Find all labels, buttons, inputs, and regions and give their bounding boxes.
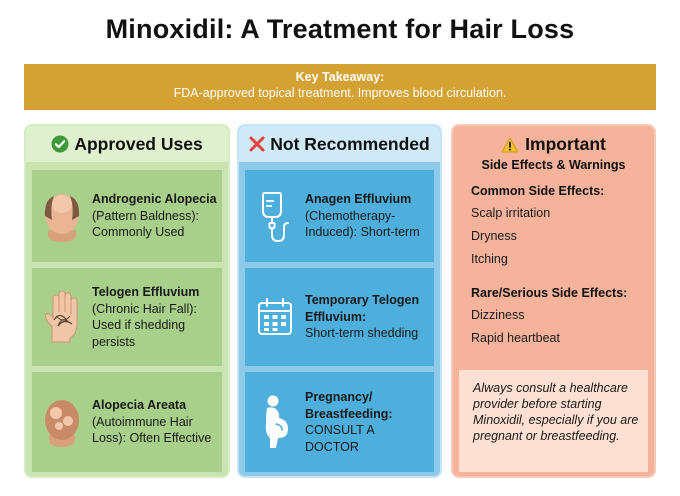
approved-item-alopecia-areata: Alopecia Areata (Autoimmune Hair Loss): … (32, 372, 222, 472)
side-effects-list: Common Side Effects: Scalp irritation Dr… (471, 184, 646, 354)
approved-uses-column: Approved Uses Androgenic Alopecia (Patte… (24, 124, 230, 478)
not-recommended-item-anagen-effluvium: Anagen Effluvium (Chemotherapy-Induced):… (245, 170, 434, 262)
check-circle-icon (51, 135, 69, 153)
side-effect-item: Dryness (471, 229, 517, 243)
important-header: Important Side Effects & Warnings (453, 126, 654, 172)
cross-icon (249, 136, 265, 152)
not-recommended-item-pregnancy: Pregnancy/ Breastfeeding: CONSULT A DOCT… (245, 372, 434, 472)
side-effect-item: Scalp irritation (471, 206, 551, 220)
patchy-scalp-icon (45, 400, 79, 447)
important-column: Important Side Effects & Warnings Common… (451, 124, 656, 478)
warning-icon (501, 137, 519, 152)
not-recommended-item-name: Anagen Effluvium (305, 192, 412, 207)
key-takeaway-banner: Key Takeaway: FDA-approved topical treat… (24, 64, 656, 110)
not-recommended-item-detail: CONSULT A DOCTOR (305, 423, 375, 454)
side-effect-item: Itching (471, 252, 508, 266)
important-subtitle: Side Effects & Warnings (481, 158, 626, 172)
approved-uses-title: Approved Uses (74, 133, 203, 154)
approved-item-detail: (Pattern Baldness): Commonly Used (92, 208, 199, 240)
side-effect-item: Rapid heartbeat (471, 331, 560, 345)
not-recommended-item-temporary-telogen: Temporary Telogen Effluvium: Short-term … (245, 268, 434, 366)
key-takeaway-title: Key Takeaway: (295, 70, 385, 84)
approved-item-detail: (Chronic Hair Fall): Used if shedding pe… (92, 301, 197, 349)
not-recommended-header: Not Recommended (239, 126, 440, 162)
not-recommended-item-name: Temporary Telogen Effluvium: (305, 293, 420, 324)
calendar-icon (258, 298, 292, 335)
balding-head-icon (44, 194, 80, 242)
approved-item-telogen-effluvium: Telogen Effluvium (Chronic Hair Fall): U… (32, 268, 222, 366)
not-recommended-column: Not Recommended Anagen Effluvium (Chemot… (237, 124, 442, 478)
iv-drip-icon (262, 192, 289, 242)
consult-note: Always consult a healthcare provider bef… (459, 370, 648, 472)
not-recommended-item-name: Pregnancy/ Breastfeeding: (305, 390, 393, 421)
pregnant-woman-icon (265, 395, 288, 448)
approved-item-name: Telogen Effluvium (92, 285, 200, 299)
approved-item-detail: (Autoimmune Hair Loss): Often Effective (92, 414, 212, 446)
not-recommended-item-detail: Short-term shedding (305, 326, 419, 341)
approved-item-name: Androgenic Alopecia (92, 192, 217, 207)
common-side-effects-title: Common Side Effects: (471, 184, 605, 198)
approved-item-androgenic-alopecia: Androgenic Alopecia (Pattern Baldness): … (32, 170, 222, 262)
hand-with-hair-icon (45, 290, 78, 343)
not-recommended-title: Not Recommended (270, 133, 430, 154)
key-takeaway-text: FDA-approved topical treatment. Improves… (173, 86, 507, 100)
approved-uses-header: Approved Uses (26, 126, 228, 162)
rare-side-effects-title: Rare/Serious Side Effects: (471, 286, 628, 300)
not-recommended-item-detail: (Chemotherapy-Induced): Short-term (305, 208, 420, 240)
page-title: Minoxidil: A Treatment for Hair Loss (105, 14, 575, 44)
approved-item-name: Alopecia Areata (92, 398, 187, 413)
side-effect-item: Dizziness (471, 308, 525, 322)
important-title: Important (525, 134, 606, 154)
